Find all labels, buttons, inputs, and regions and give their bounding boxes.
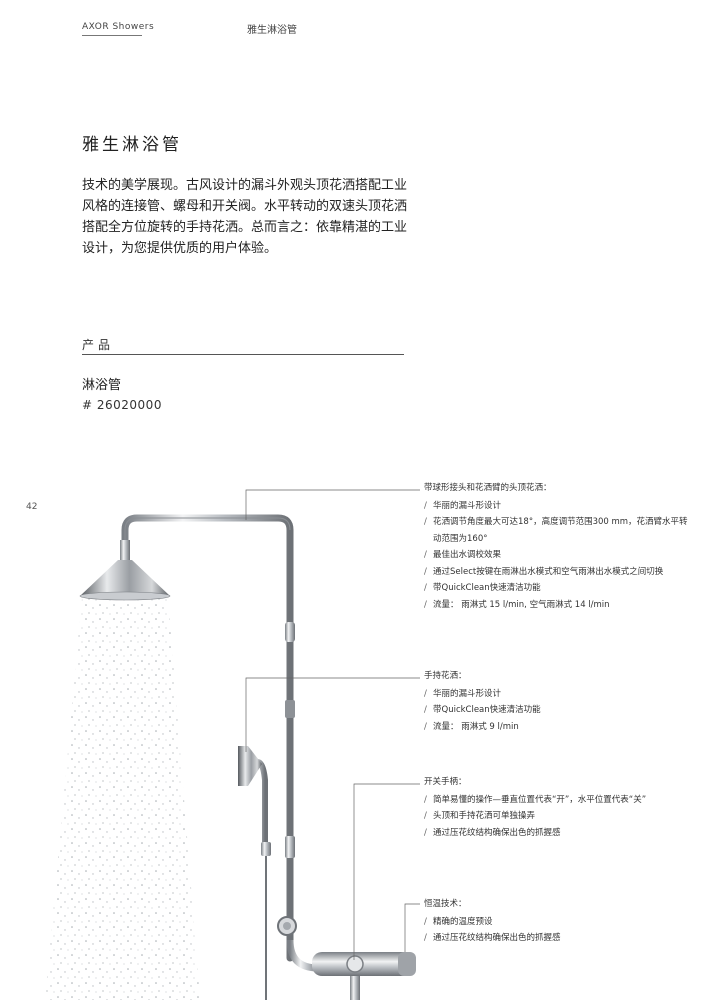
callout-item: 流量： 雨淋式 9 l/min xyxy=(424,719,694,736)
callout-item: 通过压花纹结构确保出色的抓握感 xyxy=(424,930,694,947)
callout-item: 花洒调节角度最大可达18°，高度调节范围300 mm，花洒臂水平转动范围为160… xyxy=(424,514,694,547)
product-name: 淋浴管 xyxy=(82,378,122,393)
callout-item: 通过压花纹结构确保出色的抓握感 xyxy=(424,825,694,842)
callout-overhead-shower: 带球形接头和花洒臂的头顶花洒： 华丽的漏斗形设计 花洒调节角度最大可达18°，高… xyxy=(424,480,694,613)
callout-item: 流量： 雨淋式 15 l/min, 空气雨淋式 14 l/min xyxy=(424,597,694,614)
leader-line-thermostat xyxy=(404,903,420,952)
leader-line-overhead xyxy=(245,489,420,520)
header-brand-underline xyxy=(82,35,142,36)
callout-item: 最佳出水调校效果 xyxy=(424,547,694,564)
callout-heading: 开关手柄： xyxy=(424,777,467,787)
hand-shower-slider xyxy=(285,700,295,718)
callout-item: 带QuickClean快速清洁功能 xyxy=(424,702,694,719)
callout-item: 带QuickClean快速清洁功能 xyxy=(424,580,694,597)
callout-heading: 带球形接头和花洒臂的头顶花洒： xyxy=(424,483,552,493)
callout-item: 通过Select按键在雨淋出水模式和空气雨淋出水模式之间切换 xyxy=(424,564,694,581)
thermostat-body xyxy=(312,952,416,976)
callout-heading: 手持花洒： xyxy=(424,671,467,681)
thermostat-knob xyxy=(346,955,364,973)
product-code: # 26020000 xyxy=(82,398,162,412)
header-section-title: 雅生淋浴管 xyxy=(247,25,297,36)
callout-item: 头顶和手持花洒可单独操弄 xyxy=(424,808,694,825)
shower-head-cone xyxy=(80,560,170,596)
shower-head-connector xyxy=(120,540,130,562)
leader-line-handle xyxy=(353,783,420,960)
callout-heading: 恒温技术： xyxy=(424,899,467,909)
products-label: 产品 xyxy=(82,338,115,352)
header-brand: AXOR Showers xyxy=(82,22,155,32)
product-description: 技术的美学展现。古风设计的漏斗外观头顶花洒搭配工业风格的连接管、螺母和开关阀。水… xyxy=(82,178,408,256)
hand-shower-head xyxy=(238,746,262,786)
callout-item: 华丽的漏斗形设计 xyxy=(424,498,694,515)
callout-handle: 开关手柄： 简单易懂的操作—垂直位置代表“开”，水平位置代表“关” 头顶和手持花… xyxy=(424,774,694,841)
water-spray xyxy=(45,598,200,1000)
callout-hand-shower: 手持花洒： 华丽的漏斗形设计 带QuickClean快速清洁功能 流量： 雨淋式… xyxy=(424,668,694,735)
page-number: 42 xyxy=(26,502,38,512)
riser-clip xyxy=(285,622,295,642)
leader-line-hand-shower xyxy=(245,677,420,752)
shower-system-illustration xyxy=(45,489,420,1000)
thermostat-temperature-handle xyxy=(398,952,416,976)
callout-item: 精确的温度预设 xyxy=(424,914,694,931)
callout-item: 华丽的漏斗形设计 xyxy=(424,686,694,703)
products-divider xyxy=(82,354,404,355)
callout-item: 简单易懂的操作—垂直位置代表“开”，水平位置代表“关” xyxy=(424,792,694,809)
callout-thermostat: 恒温技术： 精确的温度预设 通过压花纹结构确保出色的抓握感 xyxy=(424,896,694,947)
page-title: 雅生淋浴管 xyxy=(82,135,182,155)
